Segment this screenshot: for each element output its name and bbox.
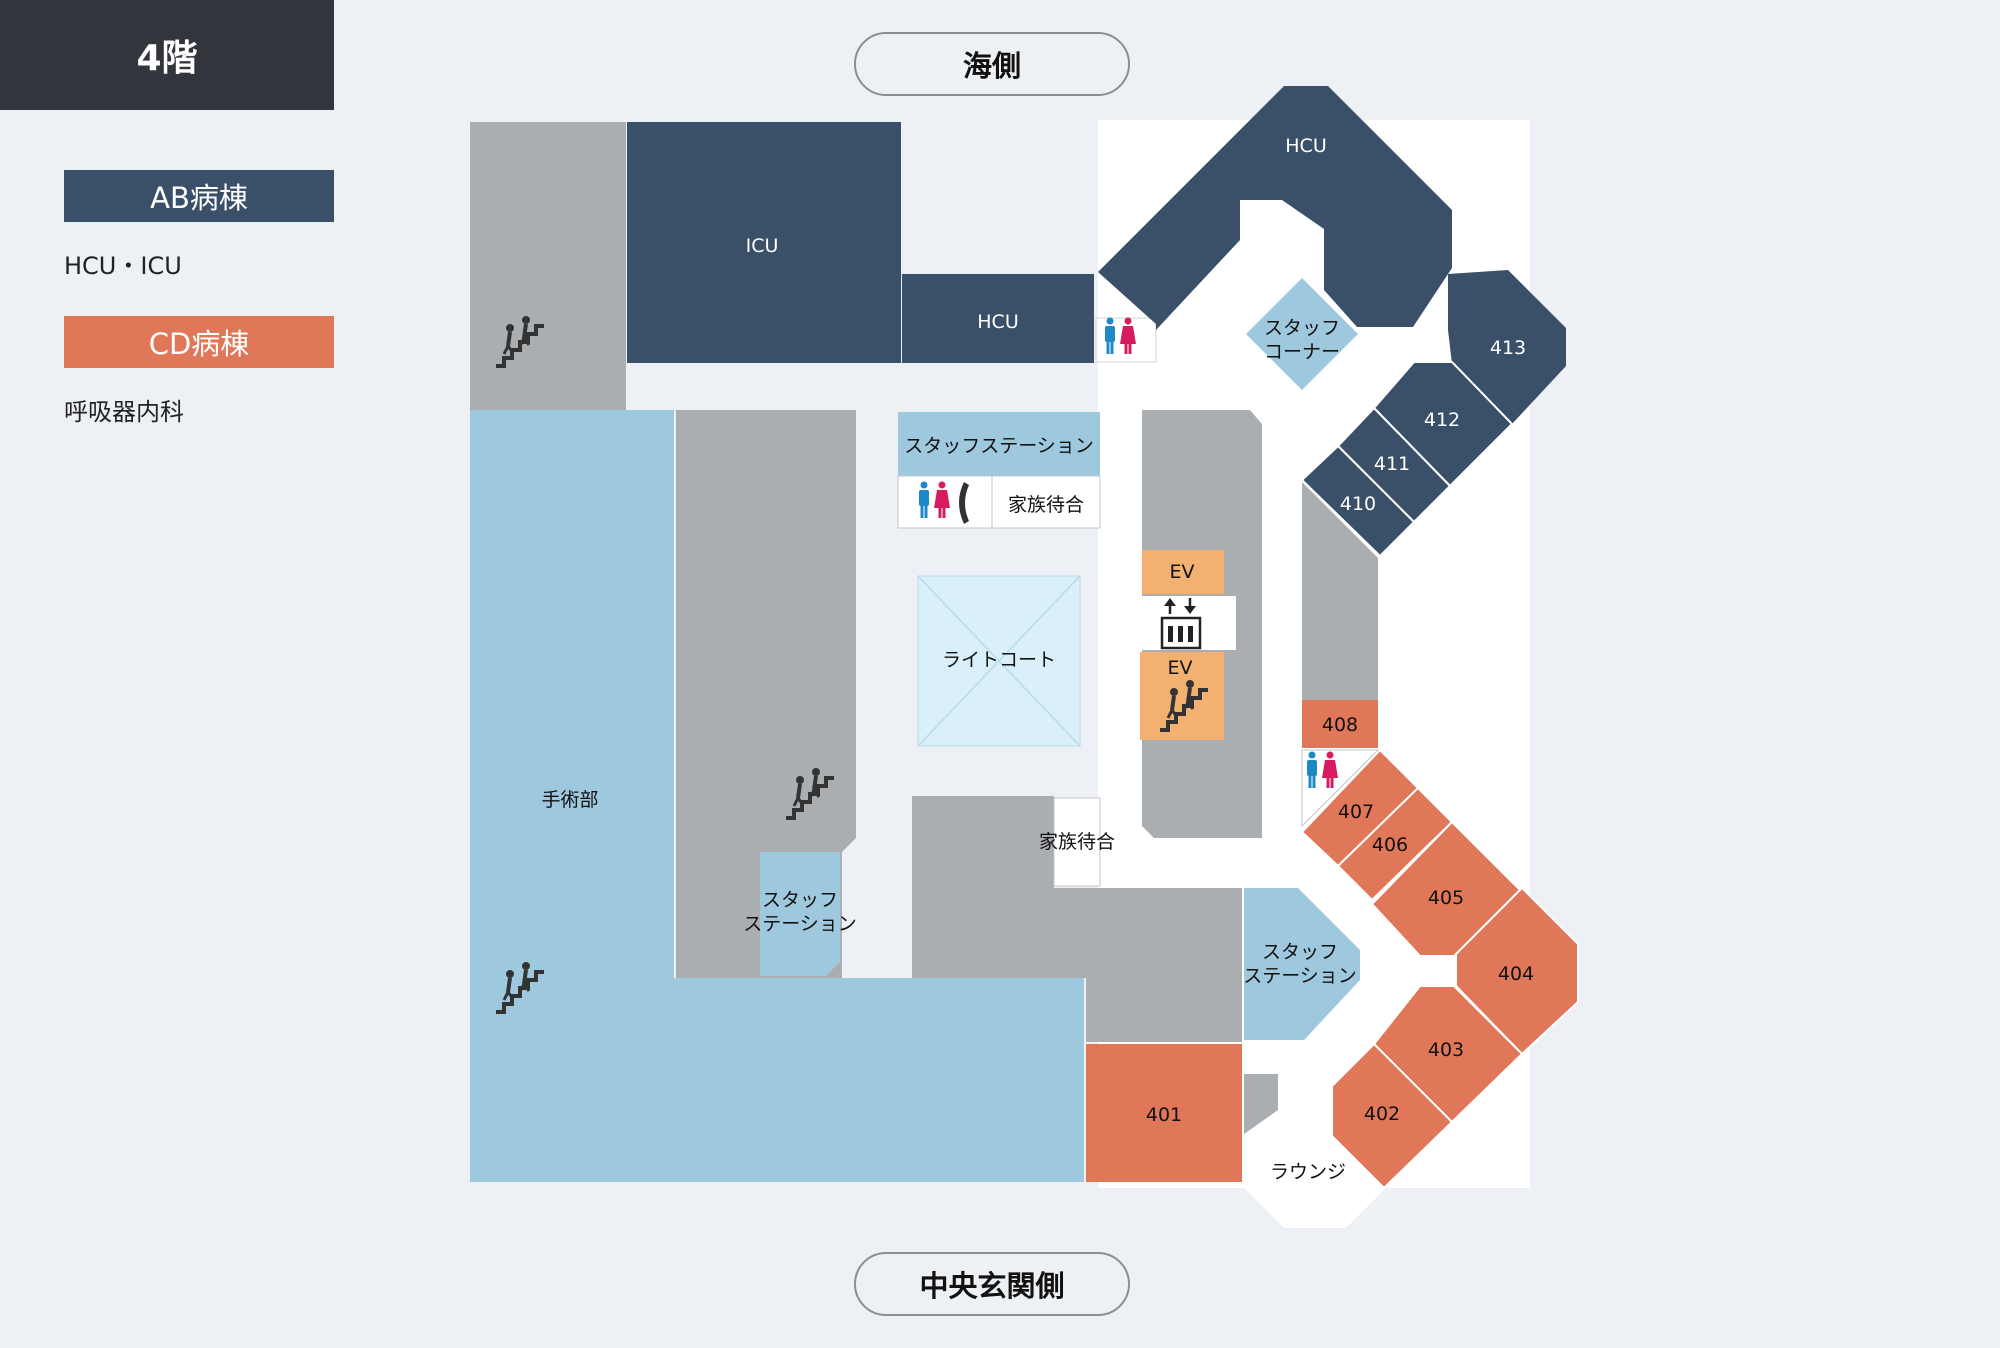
hcu-room-top: [1098, 86, 1452, 330]
room-407-label: 407: [1338, 801, 1374, 823]
elevator-icon: [1160, 598, 1202, 650]
restroom-east: [1301, 749, 1380, 828]
icu-room: [627, 122, 901, 363]
room-405: [1370, 820, 1522, 957]
hcu-center-label: HCU: [977, 311, 1018, 333]
room-402: [1331, 1042, 1454, 1190]
staff-corner-label-1: スタッフ: [1264, 317, 1340, 339]
family-waiting-north-label: 家族待合: [1008, 494, 1084, 516]
room-406-label: 406: [1372, 834, 1408, 856]
service-block-south: [912, 796, 1242, 1042]
service-core-east: [1302, 482, 1378, 700]
room-404-label: 404: [1498, 963, 1534, 985]
direction-main-entrance-side: 中央玄関側: [854, 1252, 1130, 1316]
surgery-department: [470, 410, 1084, 1182]
service-core-west: [676, 410, 856, 978]
room-410: [1300, 444, 1416, 558]
telephone-icon: [959, 482, 969, 524]
staff-station-west-label-1: スタッフ: [762, 889, 838, 911]
light-court-label: ライトコート: [942, 649, 1056, 671]
staff-station-east-label-2: ステーション: [1243, 965, 1357, 987]
surgery-label: 手術部: [541, 789, 598, 811]
elevator-north[interactable]: [1142, 550, 1224, 594]
lounge-label: ラウンジ: [1270, 1161, 1346, 1183]
floor-label: 4階: [0, 0, 334, 110]
legend-cd-ward: CD病棟: [64, 316, 334, 368]
staff-station-north: [898, 412, 1100, 476]
lounge-area: [1244, 1140, 1386, 1228]
legend-cd-ward-desc: 呼吸器内科: [64, 398, 184, 426]
elevator-north-label: EV: [1169, 561, 1194, 583]
elevator-south-label: EV: [1167, 657, 1192, 679]
hcu-room-center: [902, 274, 1094, 363]
room-408-label: 408: [1322, 714, 1358, 736]
stairwell-northwest: [470, 122, 626, 410]
hcu-top-label: HCU: [1285, 135, 1326, 157]
staff-station-west: [760, 852, 840, 976]
staff-station-west-label-2: ステーション: [743, 913, 857, 935]
room-411-label: 411: [1374, 453, 1410, 475]
staff-station-east-label-1: スタッフ: [1262, 941, 1338, 963]
room-403-label: 403: [1428, 1039, 1464, 1061]
staff-station-east: [1244, 888, 1360, 1040]
room-405-label: 405: [1428, 887, 1464, 909]
staff-station-north-label: スタッフステーション: [904, 435, 1094, 457]
room-402-label: 402: [1364, 1103, 1400, 1125]
room-408: [1302, 700, 1378, 748]
room-403: [1372, 985, 1524, 1124]
staff-corner-label-2: コーナー: [1264, 341, 1340, 363]
direction-sea-side: 海側: [854, 32, 1130, 96]
elevator-south[interactable]: [1140, 652, 1224, 740]
room-413: [1448, 270, 1566, 424]
room-412: [1372, 361, 1514, 488]
room-401: [1086, 1044, 1242, 1182]
room-401-label: 401: [1146, 1104, 1182, 1126]
family-waiting-north: [991, 475, 1101, 529]
room-410-label: 410: [1340, 493, 1376, 515]
legend-ab-ward: AB病棟: [64, 170, 334, 222]
legend-ab-ward-desc: HCU・ICU: [64, 252, 182, 280]
room-406: [1336, 786, 1454, 902]
family-waiting-south-label: 家族待合: [1039, 831, 1115, 853]
family-waiting-south: [1053, 797, 1101, 887]
icu-label: ICU: [746, 235, 779, 257]
service-room-lounge: [1244, 1074, 1278, 1134]
room-412-label: 412: [1424, 409, 1460, 431]
staff-corner: [1246, 278, 1358, 390]
room-413-label: 413: [1490, 337, 1526, 359]
